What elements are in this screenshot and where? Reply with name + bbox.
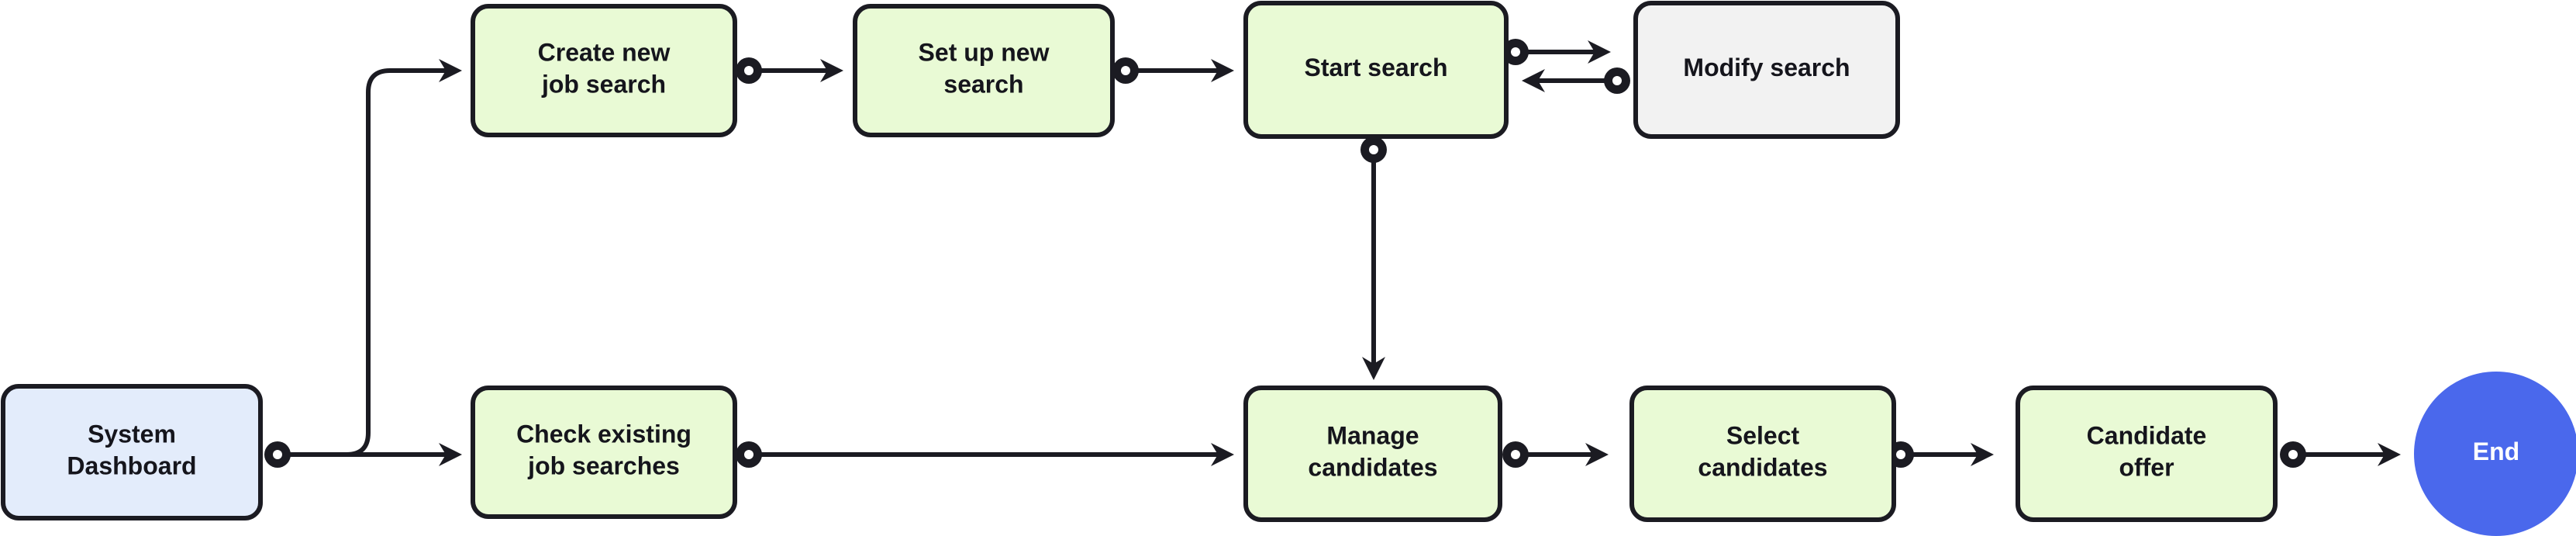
- node-end[interactable]: End: [2414, 372, 2576, 536]
- edge-arrowhead-icon: [820, 59, 843, 82]
- edge-arrowhead-icon: [1585, 443, 1609, 466]
- node-shape-rect[interactable]: [853, 4, 1115, 137]
- node-start-search[interactable]: Start search: [1243, 1, 1509, 139]
- edge-arrowhead-icon: [439, 443, 462, 466]
- edge-modify-to-start: [1522, 67, 1630, 94]
- edge-dashboard-to-create: [264, 59, 462, 468]
- edge-source-dot-hole: [1896, 450, 1905, 459]
- edge-source-dot-hole: [273, 450, 282, 459]
- node-shape-rect[interactable]: [471, 386, 737, 519]
- edge-start-to-modify: [1502, 39, 1611, 65]
- node-shape-rect[interactable]: [1, 384, 263, 520]
- node-shape-rect[interactable]: [2016, 386, 2278, 522]
- edge-check-to-manage: [736, 441, 1234, 468]
- edge-create-to-setup: [736, 57, 843, 84]
- edge-start-to-manage: [1360, 137, 1387, 380]
- edge-dashboard-to-check: [290, 443, 462, 466]
- edge-select-to-offer: [1888, 441, 1994, 468]
- edge-source-dot-hole: [744, 450, 753, 459]
- edge-source-dot-hole: [1121, 66, 1130, 75]
- edge-arrowhead-icon: [439, 59, 462, 82]
- edge-source-dot-hole: [2288, 450, 2298, 459]
- node-modify-search[interactable]: Modify search: [1633, 1, 1900, 139]
- edge-arrowhead-icon: [1211, 59, 1234, 82]
- edge-arrowhead-icon: [1211, 443, 1234, 466]
- node-shape-rect[interactable]: [1633, 1, 1900, 139]
- node-shape-rect[interactable]: [1243, 386, 1502, 522]
- node-shape-rect[interactable]: [471, 4, 737, 137]
- node-shape-circle[interactable]: [2414, 372, 2576, 536]
- node-shape-rect[interactable]: [1243, 1, 1509, 139]
- edge-offer-to-end: [2280, 441, 2401, 468]
- edge-manage-to-select: [1502, 441, 1609, 468]
- edge-arrowhead-icon: [1362, 357, 1385, 380]
- edge-arrowhead-icon: [1522, 69, 1545, 92]
- edge-source-dot-hole: [744, 66, 753, 75]
- edge-source-dot-hole: [1369, 145, 1378, 154]
- edge-setup-to-start: [1112, 57, 1234, 84]
- edge-line: [290, 68, 447, 457]
- edge-arrowhead-icon: [2378, 443, 2401, 466]
- edge-arrowhead-icon: [1588, 40, 1611, 64]
- edge-source-dot-hole: [1511, 47, 1520, 57]
- node-shape-rect[interactable]: [1629, 386, 1896, 522]
- edge-source-dot-hole: [1612, 76, 1622, 85]
- edge-source-dot-hole: [1511, 450, 1520, 459]
- edge-arrowhead-icon: [1971, 443, 1994, 466]
